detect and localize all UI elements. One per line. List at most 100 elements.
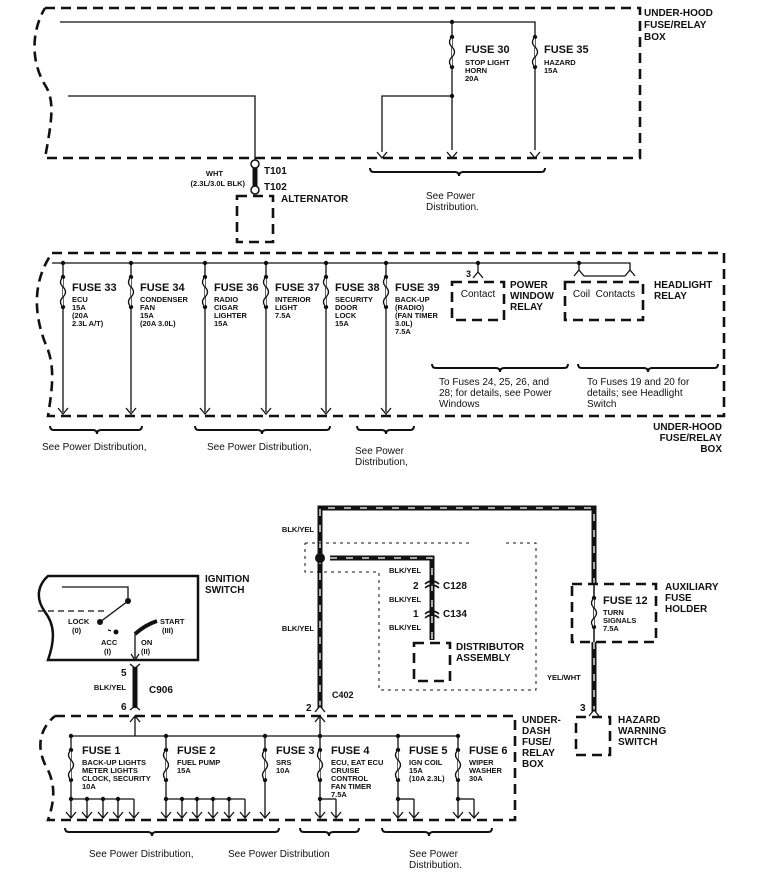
dash-box-title-2: DASH xyxy=(522,726,550,737)
ground-arrow xyxy=(128,811,140,820)
dash-fuse-3-desc: 10A xyxy=(276,766,290,775)
middle-fuse-4-desc: LIGHT xyxy=(275,303,298,312)
middle-fuse-1-desc: 2.3L A/T) xyxy=(72,319,104,328)
ignition-acc-label: ACC xyxy=(101,638,118,647)
blk-yel-label-4: BLK/YEL xyxy=(389,595,422,604)
middle-fuse-3-desc: LIGHTER xyxy=(214,311,247,320)
terminal-t102 xyxy=(250,185,260,195)
middle-fuse-5-fuse-icon xyxy=(322,276,330,308)
power-window-note-2: 28; for details, see Power xyxy=(439,388,553,399)
dash-fuse-6-desc: WASHER xyxy=(469,766,503,775)
middle-fuse-5-desc: 15A xyxy=(335,319,349,328)
distributor-circuit: BLK/YEL BLK/YEL BLK/YEL BLK/YEL BLK/YEL … xyxy=(282,505,597,714)
blk-yel-label-3: BLK/YEL xyxy=(389,566,422,575)
fuse-35-desc-1: HAZARD xyxy=(544,58,576,67)
middle-fuse-2-fuse-icon xyxy=(127,276,135,308)
mid-box-title-1: UNDER-HOOD xyxy=(653,422,722,433)
aux-label-3: HOLDER xyxy=(665,604,708,615)
fuse-30-desc-3: 20A xyxy=(465,74,479,83)
power-window-relay-label-1: POWER xyxy=(510,280,549,291)
ground-arrow xyxy=(259,811,271,820)
yel-wht-label: YEL/WHT xyxy=(547,673,581,682)
middle-fuse-3-desc: RADIO xyxy=(214,295,238,304)
headlight-relay-inner: Coil Contacts xyxy=(573,289,635,300)
middle-fuse-6-desc: (RADIO) xyxy=(395,303,425,312)
dash-fuse-4-fuse-icon xyxy=(316,749,324,781)
blk-yel-label-2: BLK/YEL xyxy=(282,624,315,633)
ignition-lock-num: (0) xyxy=(72,626,82,635)
dash-note-3a: See Power xyxy=(409,849,459,860)
c906-wire-color: BLK/YEL xyxy=(94,683,127,692)
dash-fuse-5-label: FUSE 5 xyxy=(409,745,448,757)
ignition-switch-label-2: SWITCH xyxy=(205,585,244,596)
ground-arrow xyxy=(199,407,211,416)
dash-fuse-6-desc: 30A xyxy=(469,774,483,783)
dash-box-title-3: FUSE/ xyxy=(522,737,552,748)
ground-arrow xyxy=(81,811,93,820)
ground-arrow xyxy=(239,811,251,820)
ignition-on-num: (II) xyxy=(141,647,151,656)
headlight-note-1: To Fuses 19 and 20 for xyxy=(587,377,690,388)
dash-fuse-6-fuse-icon xyxy=(454,749,462,781)
middle-fuse-3-desc: 15A xyxy=(214,319,228,328)
ground-arrow xyxy=(207,811,219,820)
mid-note-3b: Distribution, xyxy=(355,457,408,468)
c906-pin-bottom: 6 xyxy=(121,702,127,713)
ground-arrow xyxy=(65,811,77,820)
power-window-relay-inner: Contact xyxy=(461,289,496,300)
auxiliary-fuse-holder: FUSE 12 TURN SIGNALS 7.5A AUXILIARY FUSE… xyxy=(547,582,719,682)
hazard-label-1: HAZARD xyxy=(618,715,660,726)
ignition-on-label: ON xyxy=(141,638,152,647)
fuse-12-label: FUSE 12 xyxy=(603,595,648,607)
middle-fuse-6-fuse-icon xyxy=(382,276,390,308)
ground-arrow xyxy=(97,811,109,820)
c134-label: C134 xyxy=(443,609,467,620)
ground-arrow xyxy=(112,811,124,820)
ignition-start-num: (III) xyxy=(162,626,174,635)
middle-fuse-5-desc: LOCK xyxy=(335,311,357,320)
headlight-relay-label-1: HEADLIGHT xyxy=(654,280,712,291)
dash-note-3b: Distribution. xyxy=(409,860,462,871)
middle-fuse-4-label: FUSE 37 xyxy=(275,282,320,294)
fuse-35-symbol xyxy=(531,34,539,70)
hazard-pin: 3 xyxy=(580,703,586,714)
fuse-35-desc-2: 15A xyxy=(544,66,558,75)
middle-fuse-1-fuse-icon xyxy=(59,276,67,308)
distributor-label-2: ASSEMBLY xyxy=(456,653,511,664)
ground-arrow xyxy=(468,811,480,820)
ground-arrow xyxy=(320,407,332,416)
power-window-note-3: Windows xyxy=(439,399,480,410)
dash-fuse-6-label: FUSE 6 xyxy=(469,745,508,757)
blk-yel-label-1: BLK/YEL xyxy=(282,525,315,534)
dash-fuse-3-desc: SRS xyxy=(276,758,291,767)
power-window-relay-pin: 3 xyxy=(466,269,471,279)
middle-fuse-1-desc: (20A xyxy=(72,311,89,320)
middle-fuse-4-fuse-icon xyxy=(262,276,270,308)
middle-fuse-6-desc: (FAN TIMER xyxy=(395,311,438,320)
power-window-relay-label-3: RELAY xyxy=(510,302,543,313)
middle-fuse-3-fuse-icon xyxy=(201,276,209,308)
middle-fuse-6-desc: 3.0L) xyxy=(395,319,413,328)
power-window-note-1: To Fuses 24, 25, 26, and xyxy=(439,377,549,388)
dash-fuse-4-desc: FAN TIMER xyxy=(331,782,372,791)
top-brace xyxy=(369,167,546,177)
ignition-switch: LOCK (0) ACC (I) ON (II) START (III) IGN… xyxy=(37,574,249,713)
dash-fuse-1-desc: CLOCK, SECURITY xyxy=(82,774,151,783)
top-box-title-3: BOX xyxy=(644,32,666,43)
middle-fuse-6-desc: BACK-UP xyxy=(395,295,430,304)
c128-pin: 2 xyxy=(413,581,419,592)
aux-label-2: FUSE xyxy=(665,593,692,604)
middle-fuse-5-desc: DOOR xyxy=(335,303,358,312)
hazard-label-3: SWITCH xyxy=(618,737,657,748)
dash-box-title-1: UNDER- xyxy=(522,715,561,726)
dash-fuse-1-desc: METER LIGHTS xyxy=(82,766,138,775)
dash-fuse-3-label: FUSE 3 xyxy=(276,745,315,757)
mid-box-title-3: BOX xyxy=(700,444,722,455)
